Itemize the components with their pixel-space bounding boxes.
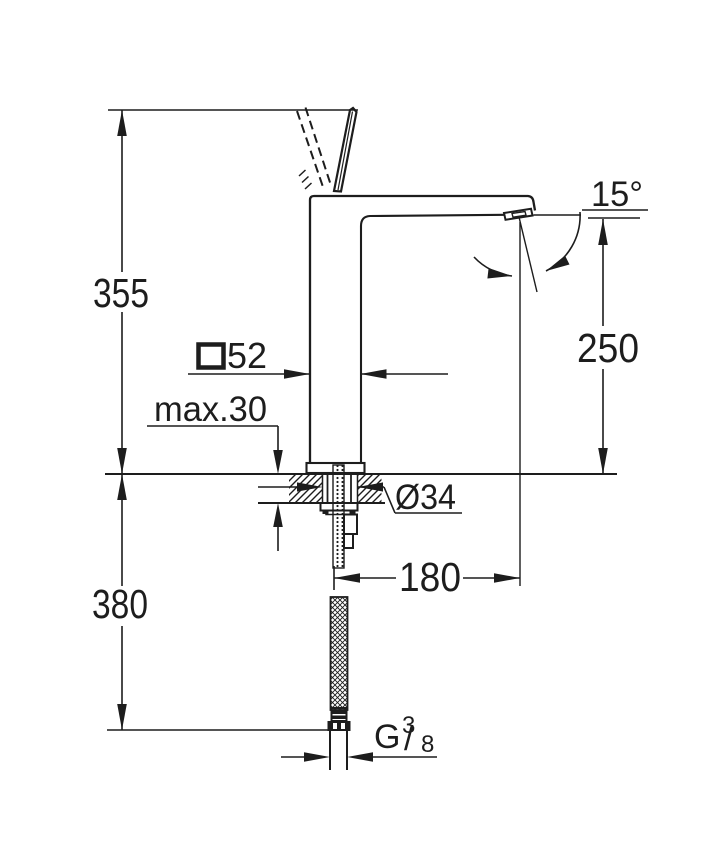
arrowhead-left: [360, 369, 387, 379]
hose-connector: [343, 513, 358, 535]
angle-callout-15deg: 15°: [473, 175, 648, 586]
square-symbol-icon: [196, 342, 226, 370]
arrowhead-right: [284, 369, 310, 379]
flexible-hose: [329, 596, 349, 711]
arrowhead-left: [347, 752, 373, 762]
deck-section: [105, 473, 617, 504]
arrowhead-left: [334, 573, 360, 583]
dim-label-250: 250: [577, 325, 639, 371]
arrowhead-up: [117, 474, 127, 500]
fitting-collar: [327, 721, 351, 731]
arrowhead-arc-left: [487, 268, 512, 279]
thread-fraction-slash: /: [404, 720, 414, 758]
fitting-band: [331, 715, 347, 719]
angle-label-15deg: 15°: [591, 175, 643, 214]
dimension-250: 250: [577, 217, 640, 474]
dimension-380: 380: [92, 474, 328, 731]
nut-washer: [325, 509, 353, 516]
fitting-band: [331, 710, 347, 714]
arrowhead-down: [598, 448, 608, 474]
dim-label-380: 380: [92, 581, 148, 627]
arrowhead-right: [297, 482, 323, 492]
lever-handle-alt-position: [296, 107, 332, 188]
arrowhead-down: [117, 448, 127, 474]
arrowhead-right: [494, 573, 520, 583]
arrowhead-down: [273, 450, 283, 474]
dim-label-52: 52: [227, 335, 267, 376]
threaded-rod: [332, 464, 345, 569]
collar-slit: [341, 723, 345, 729]
body-outer-outline: [308, 194, 537, 463]
thread-letter: G: [374, 718, 400, 756]
thread-numerator: 3: [402, 712, 415, 739]
arrowhead-arc-right: [546, 255, 570, 271]
body-inner-outline: [359, 213, 505, 463]
lever-motion-ticks: [298, 169, 313, 190]
arrowhead-up: [273, 503, 283, 527]
callout-diameter-34: Ø34: [258, 478, 462, 517]
dimension-square-52: 52: [188, 335, 448, 379]
dim-label-180: 180: [399, 554, 461, 600]
arrowhead-right: [304, 752, 330, 762]
under-deck-assembly: [319, 464, 359, 770]
dimension-355: 355: [93, 109, 358, 474]
dimension-180: 180: [333, 554, 520, 600]
nut-tab-right: [349, 510, 356, 514]
dim-label-355: 355: [93, 270, 149, 316]
callout-max30: max.30: [147, 390, 283, 551]
arrowhead-up: [598, 219, 608, 245]
tilted-axis-line: [518, 216, 538, 293]
spout-aerator: [502, 207, 534, 221]
dim-label-max30: max.30: [154, 390, 267, 429]
arrowhead-left: [357, 482, 383, 492]
dim-label-diameter34: Ø34: [395, 478, 456, 517]
leader-line: [147, 425, 279, 551]
callout-thread-g38: G 3 / 8: [281, 712, 437, 762]
arrowhead-down: [117, 704, 127, 730]
spout-aerator-inner: [511, 210, 527, 218]
thread-denominator: 8: [421, 731, 434, 758]
faucet-body: [296, 106, 537, 475]
arrowhead-up: [117, 110, 127, 136]
hose-connector-step: [343, 533, 354, 549]
collar-slit: [333, 723, 337, 729]
lever-handle-inner-line: [337, 111, 354, 191]
